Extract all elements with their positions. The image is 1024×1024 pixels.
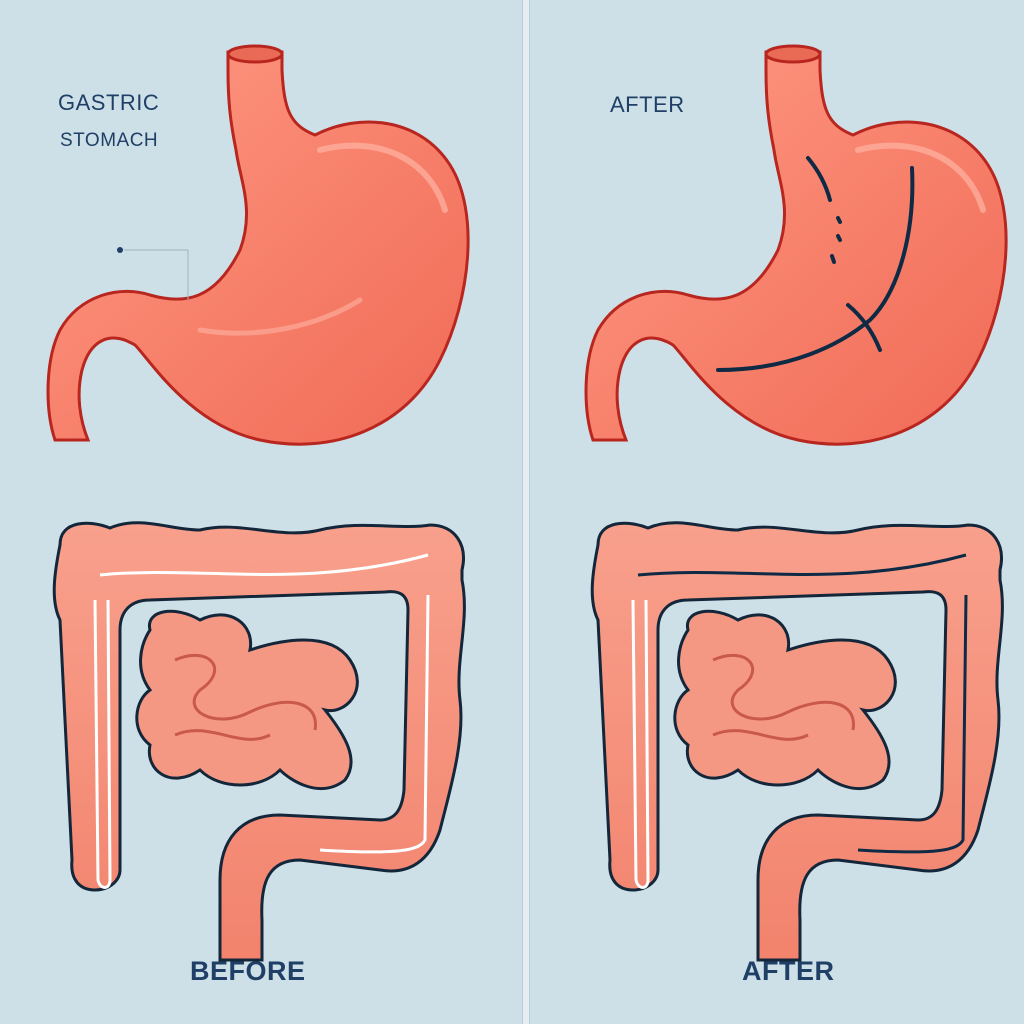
pointer-marker: [117, 247, 189, 300]
gastric-label: GASTRIC: [58, 90, 160, 115]
intestines-before: [52, 521, 466, 962]
before-label: BEFORE: [190, 956, 306, 986]
esophagus-opening: [764, 44, 822, 64]
after-top-label: AFTER: [610, 92, 685, 117]
small-intestine: [135, 609, 359, 791]
stomach-before: [46, 44, 470, 446]
suture-lines: [716, 156, 915, 372]
esophagus-opening: [226, 44, 284, 64]
intestines-after: [590, 521, 1004, 962]
stomach-body: [584, 50, 1008, 446]
stomach-after: [584, 44, 1008, 446]
small-intestine: [673, 609, 897, 791]
stomach-body: [46, 50, 470, 446]
after-bottom-label: AFTER: [742, 956, 835, 986]
panel-divider: [522, 0, 530, 1024]
stomach-label: STOMACH: [60, 130, 159, 151]
